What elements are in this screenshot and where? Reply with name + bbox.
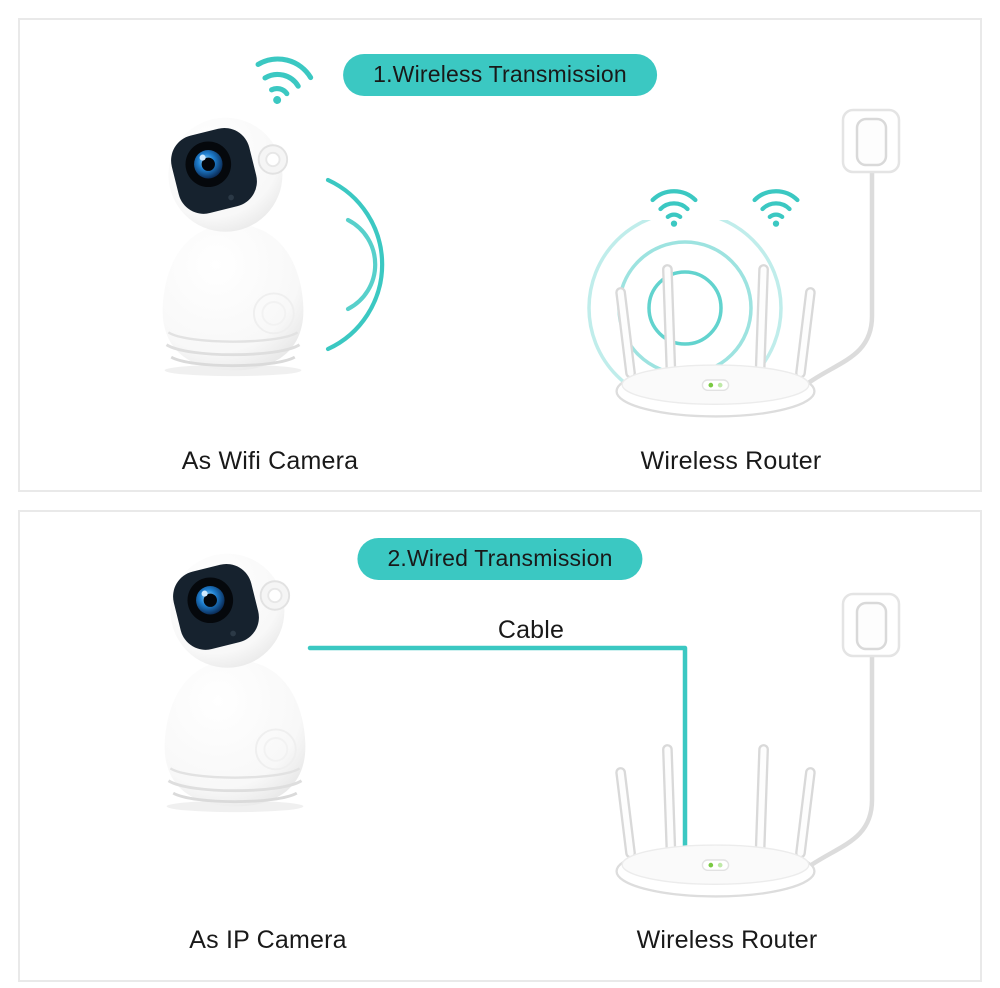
power-outlet-icon xyxy=(778,108,908,408)
router-antennas xyxy=(615,744,816,859)
router-led-panel xyxy=(701,379,730,391)
cable-label: Cable xyxy=(497,616,565,644)
panel-wireless-transmission: 1.Wireless Transmission xyxy=(18,18,982,492)
panel-wired-transmission: 2.Wired Transmission xyxy=(18,510,982,982)
ethernet-cable-line xyxy=(307,638,698,873)
wireless-router-illustration xyxy=(615,744,816,898)
section-title-badge: 2.Wired Transmission xyxy=(357,538,643,580)
section-title: 1.Wireless Transmission xyxy=(373,61,627,87)
ip-camera-illustration xyxy=(140,548,330,814)
camera-label: As Wifi Camera xyxy=(181,447,359,475)
router-antennas xyxy=(615,264,816,379)
section-title: 2.Wired Transmission xyxy=(387,545,613,571)
router-label: Wireless Router xyxy=(636,926,818,954)
power-cable xyxy=(801,155,875,389)
wireless-router-illustration xyxy=(608,254,823,422)
router-led-panel xyxy=(701,859,730,871)
wifi-signal-icon xyxy=(750,182,802,227)
power-cable xyxy=(801,639,875,873)
power-outlet-icon xyxy=(801,108,901,389)
wifi-signal-icon xyxy=(650,189,698,227)
wireless-router-illustration xyxy=(608,734,823,902)
camera-signal-arcs-icon xyxy=(318,172,385,357)
router-label: Wireless Router xyxy=(640,447,822,475)
router-led xyxy=(708,382,714,388)
wifi-signal-icon xyxy=(255,56,314,104)
ethernet-cable-line xyxy=(307,645,688,873)
wifi-signal-icon xyxy=(244,41,322,112)
power-outlet-icon xyxy=(801,592,901,873)
section-title-badge: 1.Wireless Transmission xyxy=(343,54,657,96)
ip-camera-illustration xyxy=(164,553,306,813)
router-led xyxy=(708,862,714,868)
wifi-signal-icon xyxy=(752,189,800,227)
wireless-router-illustration xyxy=(615,264,816,418)
wifi-signal-icon xyxy=(648,182,700,227)
wifi-camera-illustration xyxy=(138,112,328,378)
power-outlet-icon xyxy=(778,592,908,892)
camera-signal-arcs-icon xyxy=(325,177,385,352)
camera-label: As IP Camera xyxy=(189,926,347,954)
wifi-camera-illustration xyxy=(162,117,304,377)
